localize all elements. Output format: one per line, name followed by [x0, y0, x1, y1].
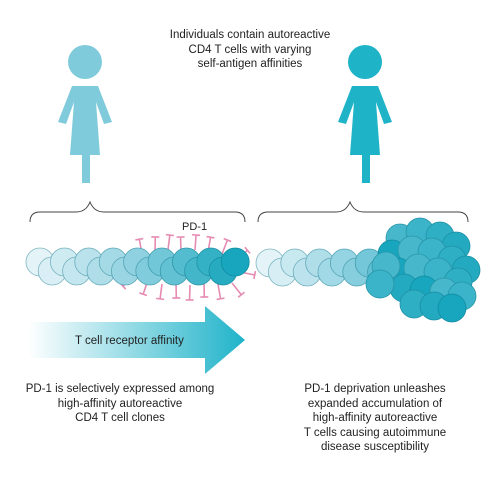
right-cell-cluster [255, 217, 481, 323]
pd1-receptor-icon [192, 233, 201, 251]
left-caption-line: CD4 T cell clones [75, 412, 165, 424]
pd1-receptor-icon [221, 237, 232, 255]
right-bracket [257, 200, 469, 223]
right-caption-line: high-affinity autoreactive [312, 412, 438, 424]
pd1-receptor-icon [165, 233, 174, 251]
title-line: CD4 T cells with varying [188, 43, 312, 56]
right-caption-line: expanded accumulation of [307, 397, 443, 410]
title-line: Individuals contain autoreactive [169, 29, 331, 41]
left-caption-line: high-affinity autoreactive [57, 397, 183, 410]
pd1-receptor-icon [155, 283, 165, 301]
left-caption-line: PD-1 is selectively expressed among [25, 383, 215, 395]
title-text: Individuals contain autoreactive CD4 T c… [110, 28, 390, 72]
pd1-receptor-icon [172, 282, 181, 299]
right-caption-line: disease susceptibility [320, 441, 430, 453]
right-caption-line: PD-1 deprivation unleashes [304, 383, 446, 395]
left-bracket [29, 200, 246, 223]
pd1-receptor-icon [231, 282, 245, 298]
right-caption-line: T cells causing autoimmune [303, 426, 447, 439]
cell [220, 247, 250, 277]
pd1-receptor-icon [216, 283, 225, 301]
pd1-label: PD-1 [182, 221, 208, 233]
pd1-receptor-icon [200, 281, 209, 298]
title-line: self-antigen affinities [197, 58, 303, 70]
left-caption: PD-1 is selectively expressed among high… [20, 382, 220, 426]
pd1-receptor-icon [185, 284, 194, 301]
left-person-figure [58, 45, 112, 183]
affinity-arrow [28, 306, 245, 374]
cell [365, 269, 395, 299]
right-caption: PD-1 deprivation unleashes expanded accu… [275, 382, 475, 455]
right-person-figure [338, 45, 392, 183]
cell [437, 293, 467, 323]
left-cell-chain [25, 233, 257, 301]
arrow-label: T cell receptor affinity [75, 335, 184, 347]
